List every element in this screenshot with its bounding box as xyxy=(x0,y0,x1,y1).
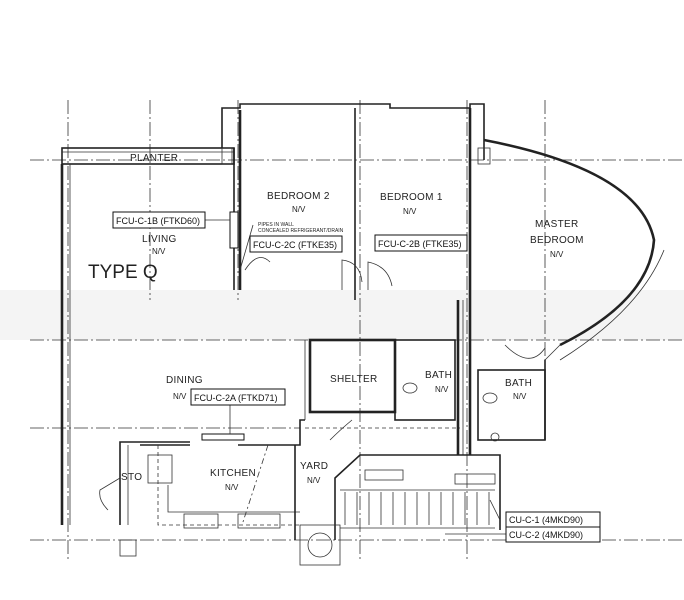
master-bedroom-nv: N/V xyxy=(550,250,564,259)
bedroom2-nv: N/V xyxy=(292,205,306,214)
bedroom1-nv: N/V xyxy=(403,207,417,216)
kitchen-nv: N/V xyxy=(225,483,239,492)
bath2-nv: N/V xyxy=(513,392,527,401)
unit-type-label: TYPE Q xyxy=(88,262,158,283)
master-bedroom-label-1: MASTER xyxy=(535,219,578,230)
scan-fade-band xyxy=(0,290,684,340)
kitchen-label: KITCHEN xyxy=(210,468,256,479)
pipes-note-line1: PIPES IN WALL xyxy=(258,222,294,228)
dining-nv: N/V xyxy=(173,392,187,401)
bath1-label: BATH xyxy=(425,370,452,381)
yard-nv: N/V xyxy=(307,476,321,485)
master-bedroom-label-2: BEDROOM xyxy=(530,235,584,246)
fcu-2c-tag xyxy=(249,235,343,253)
fcu-2a-label: FCU-C-2A (FTKD71) xyxy=(194,393,278,403)
living-label: LIVING xyxy=(142,234,177,245)
fcu-2b-label: FCU-C-2B (FTKE35) xyxy=(378,239,462,249)
bedroom1-label: BEDROOM 1 xyxy=(380,192,443,203)
walls xyxy=(60,103,665,566)
pipes-note-line2: CONCEALED REFRIGERANT/DRAIN xyxy=(258,228,344,234)
ac-ledge-grille xyxy=(340,489,495,529)
bedroom2-label: BEDROOM 2 xyxy=(267,191,330,202)
cu-2-label: CU-C-2 (4MKD90) xyxy=(509,530,583,540)
yard-label: YARD xyxy=(300,461,328,472)
cu-2-tag xyxy=(505,526,601,543)
living-nv: N/V xyxy=(152,247,166,256)
fcu-2c-label: FCU-C-2C (FTKE35) xyxy=(253,240,337,250)
dining-label: DINING xyxy=(166,375,203,386)
store-label: STO xyxy=(121,472,142,483)
fcu-1b-label: FCU-C-1B (FTKD60) xyxy=(116,216,200,226)
cu-1-label: CU-C-1 (4MKD90) xyxy=(509,515,583,525)
fcu-2a-tag xyxy=(190,388,286,406)
bath1-nv: N/V xyxy=(435,385,449,394)
shelter-label: SHELTER xyxy=(330,374,377,385)
grid-lines xyxy=(30,100,684,560)
fcu-1b-tag xyxy=(112,211,206,229)
planter-label: PLANTER xyxy=(130,153,178,164)
fcu-2b-tag xyxy=(374,234,468,252)
bath2-label: BATH xyxy=(505,378,532,389)
